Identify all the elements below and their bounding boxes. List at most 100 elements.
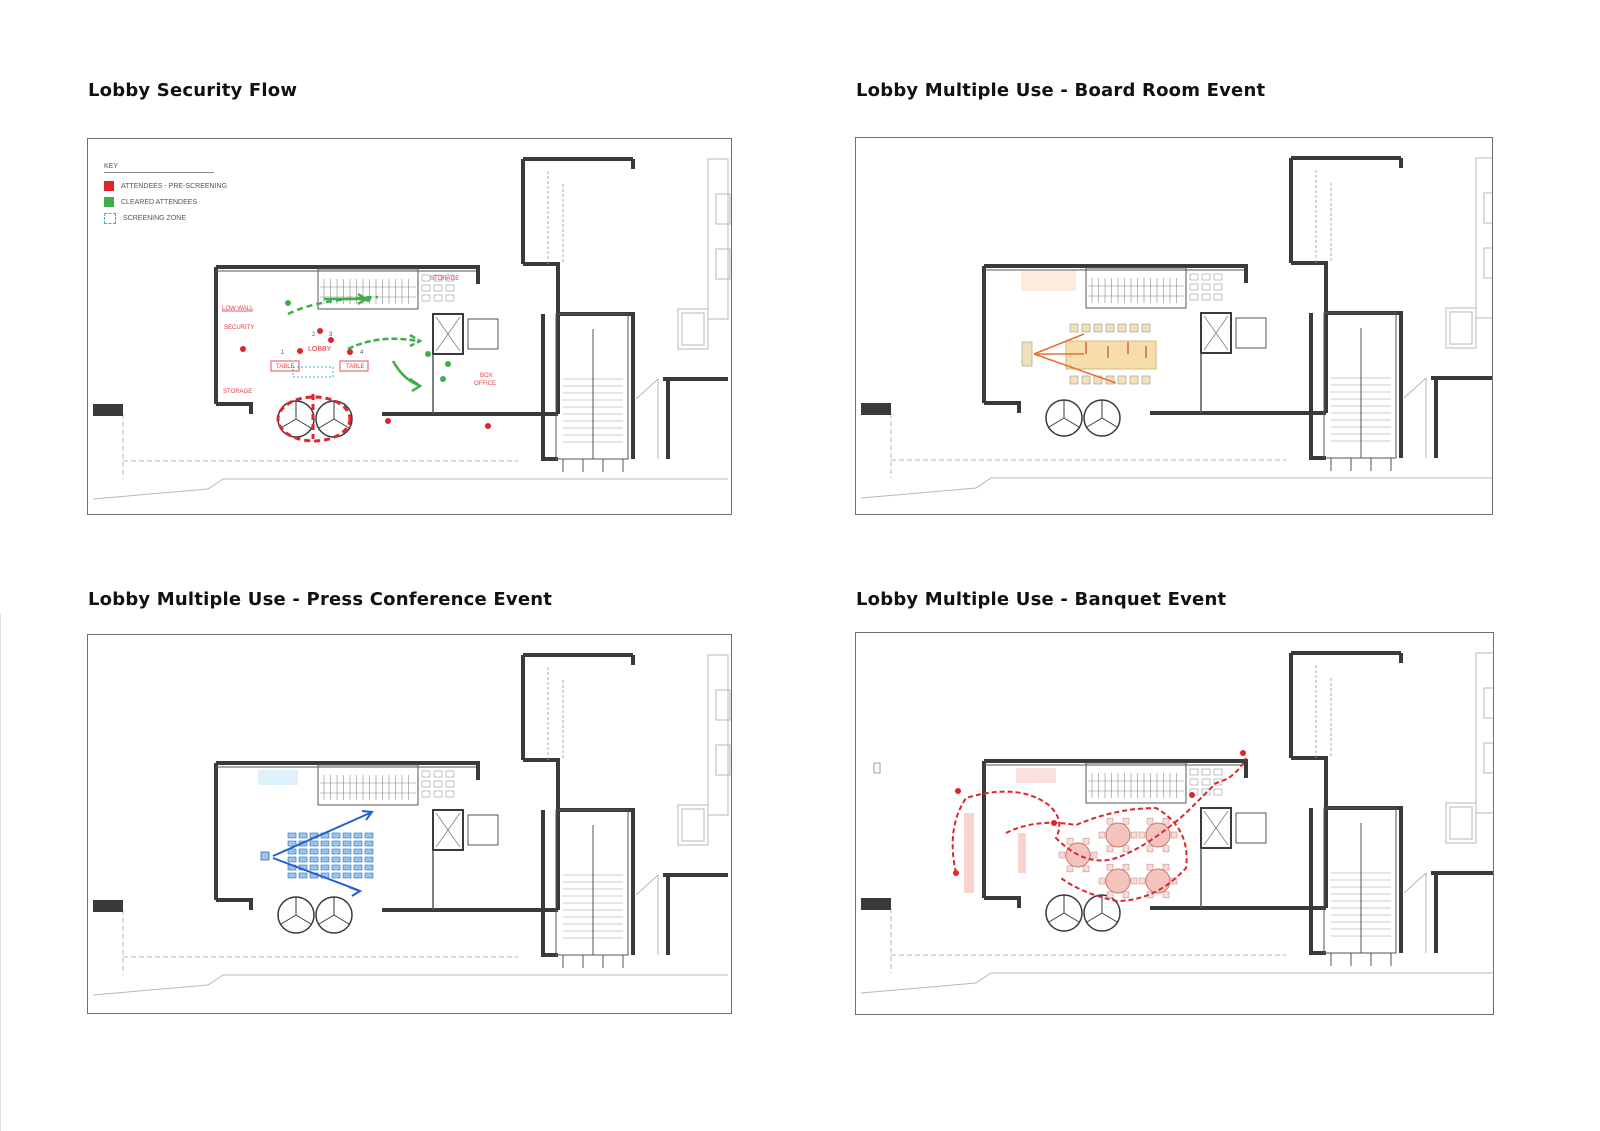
entrance-ledge — [93, 900, 123, 912]
escalator-outline — [317, 268, 419, 310]
audience-seat — [342, 848, 352, 855]
storage-shelf — [421, 780, 431, 788]
service-path — [1005, 806, 1188, 903]
audience-seat — [342, 864, 352, 871]
chair — [1170, 877, 1178, 885]
chair — [1106, 891, 1114, 899]
audience-seat — [298, 832, 308, 839]
chair — [1069, 323, 1079, 333]
storage-shelf — [445, 790, 455, 798]
storage-shelf — [421, 790, 431, 798]
outline-box — [681, 808, 705, 842]
floor-plan-drawing — [860, 651, 1493, 994]
stair-tower-wall — [521, 157, 635, 461]
lobby-wall — [214, 761, 558, 912]
banquet-table — [1145, 868, 1171, 894]
storage-shelf — [1189, 273, 1199, 281]
outline-box — [1449, 311, 1473, 345]
dashed-line — [122, 910, 518, 975]
outline-window — [1483, 687, 1493, 719]
elevator-shaft — [432, 809, 464, 851]
chair — [1129, 323, 1139, 333]
revolving-door-wing — [318, 897, 350, 925]
lobby-wall — [214, 265, 558, 416]
stair-well — [555, 313, 629, 460]
chair — [1105, 323, 1115, 333]
presenter-podium — [1021, 341, 1033, 367]
chair — [1082, 837, 1090, 845]
cleared-arrow — [391, 360, 423, 393]
audience-seat — [331, 864, 341, 871]
audience-seat — [342, 832, 352, 839]
storage-shelf — [421, 294, 431, 302]
floor-plan-security-flow[interactable]: KEY ATTENDEES - PRE-SCREENING CLEARED AT… — [87, 138, 732, 515]
site-line — [92, 478, 728, 500]
cleared-marker — [365, 296, 371, 302]
chair — [1090, 851, 1098, 859]
chair — [1138, 877, 1146, 885]
audience-seat — [298, 872, 308, 879]
exit-door — [1330, 953, 1392, 966]
chair — [1122, 845, 1130, 853]
cleared-marker — [285, 300, 291, 306]
revolving-door-wing — [280, 897, 312, 925]
legend: KEY ATTENDEES - PRE-SCREENING CLEARED AT… — [104, 163, 234, 226]
floor-plan-press-conference[interactable] — [87, 634, 732, 1014]
cleared-marker — [440, 376, 446, 382]
room-label-low-wall: LOW WALL — [222, 306, 254, 312]
escalator-rail — [320, 286, 416, 298]
outline-window — [715, 689, 731, 721]
site-line — [860, 477, 1492, 499]
chair — [1081, 375, 1091, 385]
entrance-ledge — [861, 898, 891, 910]
stair-well — [555, 809, 629, 956]
chair — [1106, 817, 1114, 825]
outline-wall — [1475, 652, 1493, 814]
base-plan — [860, 651, 1493, 994]
outline-box — [681, 312, 705, 346]
storage-shelf — [1189, 768, 1199, 776]
floor-plan-drawing — [92, 157, 731, 500]
chair — [1162, 891, 1170, 899]
service-room — [1235, 317, 1267, 349]
escalator-rail — [1088, 285, 1184, 297]
legend-label: SCREENING ZONE — [123, 214, 187, 222]
shaft-line — [1315, 168, 1332, 263]
buffet-counter — [1018, 833, 1026, 873]
floor-plan-banquet[interactable] — [855, 632, 1494, 1015]
chair — [1069, 375, 1079, 385]
chair — [1066, 865, 1074, 873]
door-swing — [1403, 377, 1427, 458]
panel-title-security: Lobby Security Flow — [88, 80, 298, 101]
elevator-cross — [435, 316, 461, 352]
legend-item-pre-screening: ATTENDEES - PRE-SCREENING — [104, 178, 234, 194]
room-label-box: BOX — [480, 373, 493, 379]
room-label-storage-top: STORAGE — [430, 276, 460, 282]
storage-shelf — [1189, 293, 1199, 301]
chair — [1081, 323, 1091, 333]
chair — [1141, 375, 1151, 385]
server-marker — [1240, 750, 1246, 756]
outline-window — [715, 744, 731, 776]
audience-seat — [331, 840, 341, 847]
audience-seat — [309, 864, 319, 871]
audience-seat — [309, 856, 319, 863]
storage-shelf — [1201, 273, 1211, 281]
outline-wall — [707, 158, 729, 320]
exit-door — [562, 955, 624, 968]
storage-shelf — [433, 770, 443, 778]
outline-wall — [707, 654, 729, 816]
banquet-table — [1105, 822, 1131, 848]
audience-seat — [331, 832, 341, 839]
attendee-marker — [317, 328, 323, 334]
audience-seat — [287, 872, 297, 879]
floor-plan-board-room[interactable] — [855, 137, 1493, 515]
marker-number: 1 — [281, 350, 285, 356]
chair — [1162, 845, 1170, 853]
service-room — [1235, 812, 1267, 844]
storage-shelf — [445, 274, 455, 282]
audience-seat — [309, 840, 319, 847]
storage-shelf — [421, 274, 431, 282]
server-marker — [955, 788, 961, 794]
